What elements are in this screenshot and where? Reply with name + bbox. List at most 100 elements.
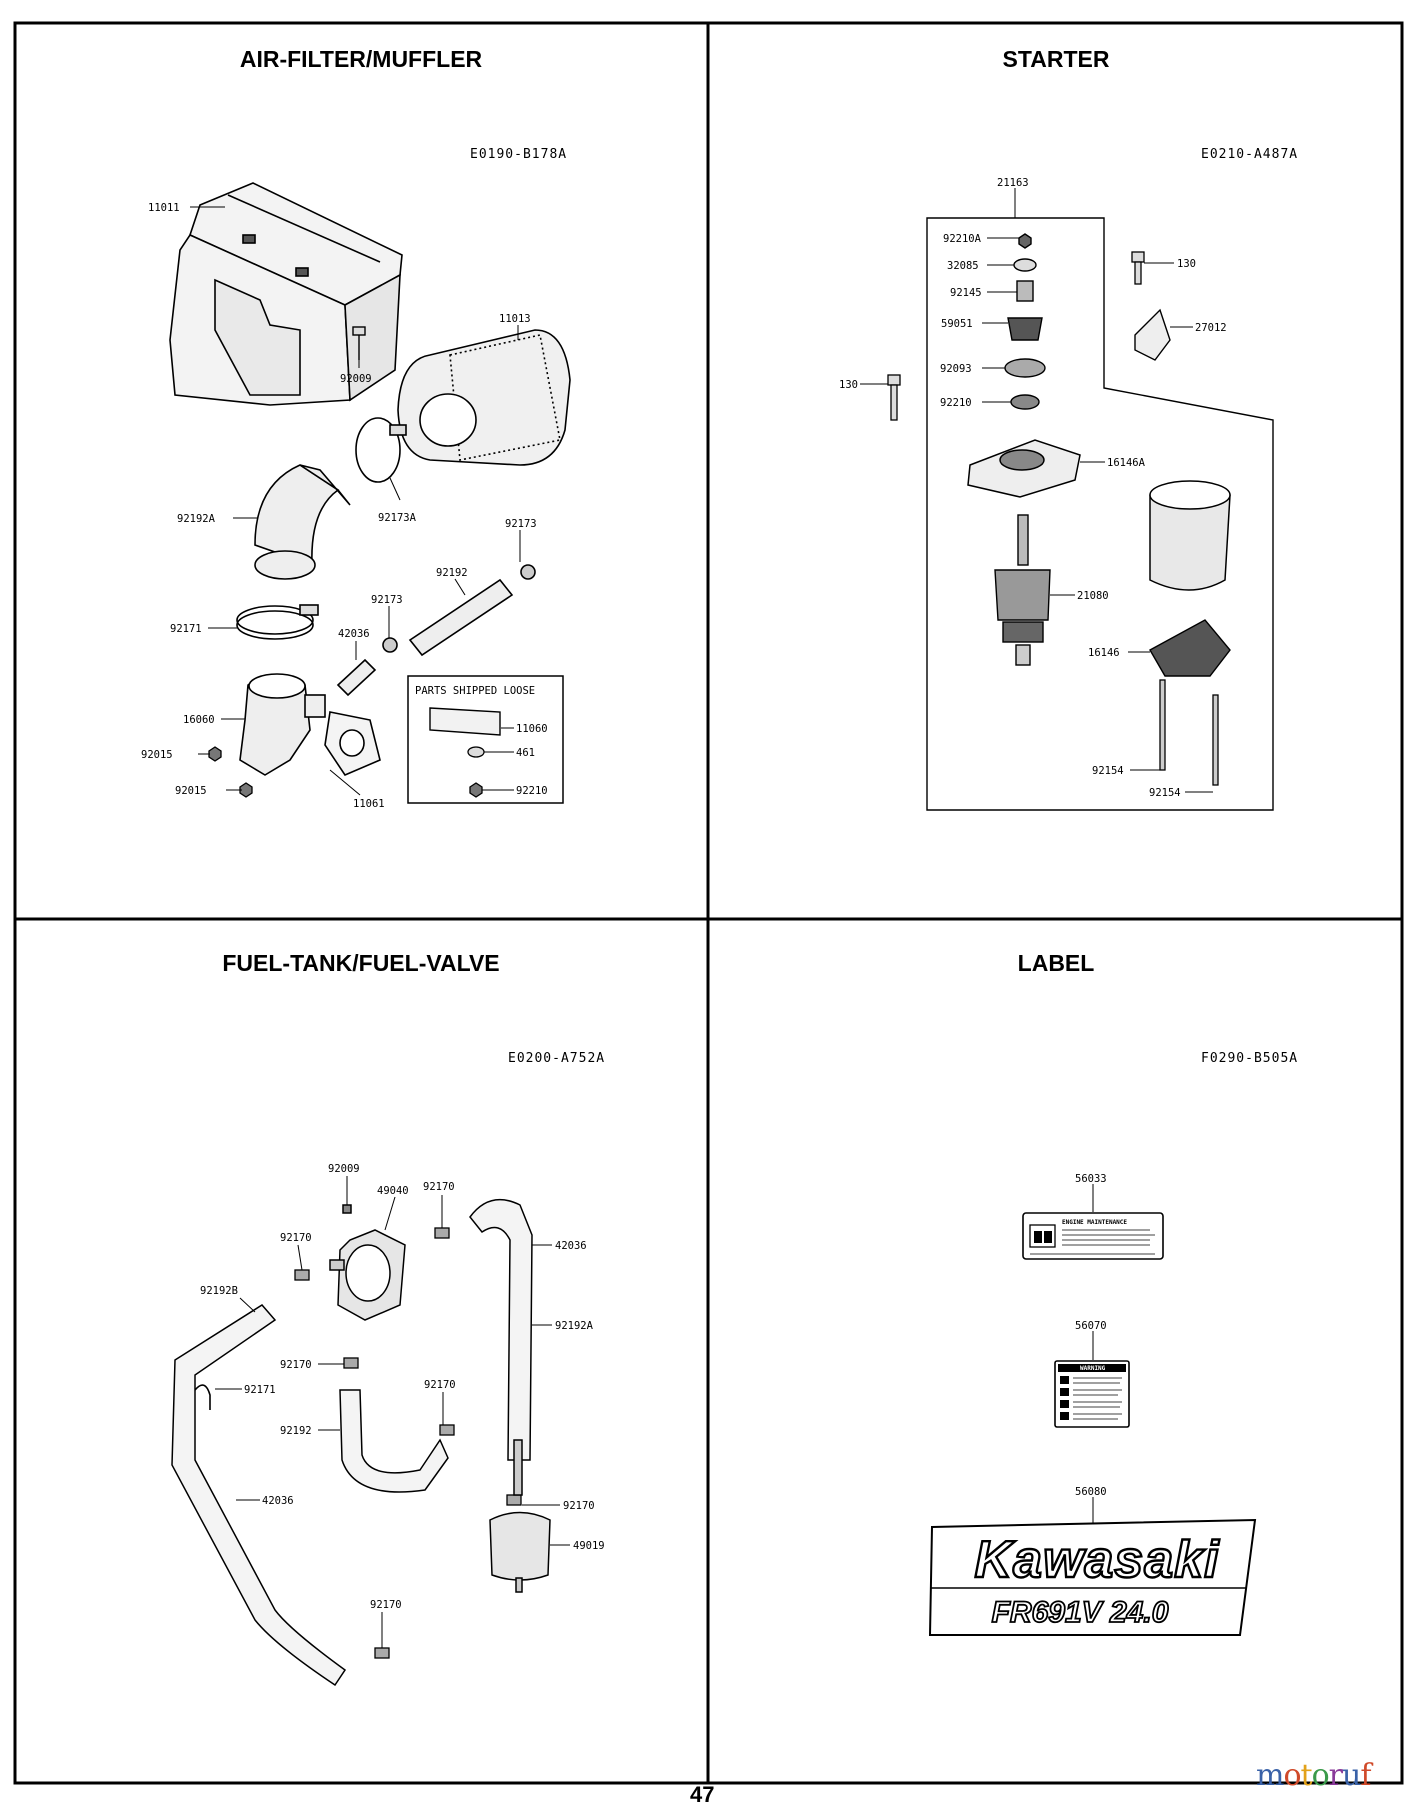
part-label: 92173 — [371, 594, 403, 606]
part-label: 92210 — [516, 785, 548, 797]
yoke-drawing — [1149, 480, 1231, 591]
clamp-92173a-drawing — [355, 417, 407, 483]
leader-lines — [860, 188, 1213, 793]
part-label: 27012 — [1195, 322, 1227, 334]
warning-decal-56070: WARNING — [1054, 1331, 1130, 1428]
part-label: 11013 — [499, 313, 531, 325]
part-label: 49019 — [573, 1540, 605, 1552]
part-label: 92192B — [200, 1285, 238, 1297]
watermark-letter: t — [1300, 1758, 1313, 1793]
breather-hose-drawings — [336, 564, 536, 697]
quadrant-label: LABEL F0290-B505A ENGINE MAINTENANCE WAR… — [928, 950, 1298, 1636]
hose-92192-drawing — [339, 1389, 449, 1493]
page-number: 47 — [690, 1782, 715, 1807]
part-label: 92154 — [1092, 765, 1124, 777]
diagram-code: E0200-A752A — [508, 1051, 605, 1066]
part-label: 92192 — [280, 1425, 312, 1437]
diagram-code: F0290-B505A — [1201, 1051, 1298, 1066]
watermark-logo: motoruf — [1256, 1758, 1371, 1793]
part-label: 32085 — [947, 260, 979, 272]
watermark-letter: m — [1256, 1758, 1284, 1793]
part-label: 130 — [1177, 258, 1196, 270]
fuel-pump-49040-drawing — [329, 1204, 406, 1321]
sheet-frame — [13, 21, 1404, 1785]
part-label: 92173 — [505, 518, 537, 530]
decal-heading: WARNING — [1080, 1365, 1106, 1372]
starter-gear-stack-drawing — [1004, 233, 1046, 410]
part-label: 92170 — [280, 1359, 312, 1371]
parts-shipped-loose-caption: PARTS SHIPPED LOOSE — [415, 685, 535, 697]
part-label: 92170 — [280, 1232, 312, 1244]
part-label: 92093 — [940, 363, 972, 375]
section-title: FUEL-TANK/FUEL-VALVE — [222, 950, 499, 976]
brush-holder-16146-drawing — [1149, 619, 1231, 677]
part-number-labels: 11011 92009 11013 92173A 92192A 92173 92… — [141, 202, 548, 810]
end-cover-16146a-drawing — [967, 439, 1081, 498]
watermark-letter: r — [1328, 1758, 1343, 1793]
hose-right-drawing — [469, 1198, 533, 1461]
decal-brand-text: Kawasaki — [974, 1531, 1220, 1589]
part-label: 56070 — [1075, 1320, 1107, 1332]
part-label: 42036 — [555, 1240, 587, 1252]
part-label: 92173A — [378, 512, 417, 524]
part-label: 92009 — [340, 373, 372, 385]
gasket-11061-drawing — [324, 711, 381, 776]
quadrant-fuel-tank-fuel-valve: FUEL-TANK/FUEL-VALVE E0200-A752A — [171, 950, 605, 1687]
part-label: 92170 — [423, 1181, 455, 1193]
clamp-92170-drawings — [294, 1227, 522, 1659]
part-number-labels: 92009 49040 92170 42036 92170 92192B 921… — [200, 1163, 605, 1611]
muffler-pipe-16060-drawing — [239, 673, 326, 776]
part-label: 92192A — [177, 513, 216, 525]
part-label: 461 — [516, 747, 535, 759]
part-label: 56080 — [1075, 1486, 1107, 1498]
air-filter-element-drawing — [397, 329, 571, 466]
maintenance-decal-56033: ENGINE MAINTENANCE — [1022, 1184, 1164, 1260]
part-label: 92015 — [141, 749, 173, 761]
bolt-130-drawings — [887, 251, 1145, 421]
part-label: 92171 — [244, 1384, 276, 1396]
part-number-labels: 21163 92210A 32085 92145 59051 92093 922… — [839, 177, 1227, 799]
fuel-filter-49019-drawing — [489, 1439, 551, 1593]
quadrant-starter: STARTER E0210-A487A — [839, 46, 1297, 811]
part-label: 92210A — [943, 233, 982, 245]
parts-shipped-loose-box: PARTS SHIPPED LOOSE — [407, 675, 564, 804]
section-title: AIR-FILTER/MUFFLER — [240, 46, 483, 72]
section-title: STARTER — [1003, 46, 1110, 72]
part-label: 92145 — [950, 287, 982, 299]
watermark-letter: o — [1283, 1758, 1301, 1793]
part-label: 92170 — [563, 1500, 595, 1512]
leader-lines — [190, 206, 521, 796]
part-label: 92009 — [328, 1163, 360, 1175]
decal-heading: ENGINE MAINTENANCE — [1062, 1219, 1127, 1226]
part-label: 92192A — [555, 1320, 594, 1332]
part-label: 21163 — [997, 177, 1029, 189]
elbow-hose-92192a-drawing — [254, 464, 351, 580]
part-label: 11061 — [353, 798, 385, 810]
watermark-letter: o — [1311, 1758, 1330, 1793]
clip-92171-drawing — [194, 1384, 211, 1410]
part-label: 92154 — [1149, 787, 1181, 799]
hose-left-drawing — [171, 1304, 347, 1687]
clamp-92171-drawing — [236, 604, 319, 640]
through-bolt-92154-drawings — [1159, 679, 1219, 786]
part-label: 92192 — [436, 567, 468, 579]
part-number-labels: 56033 56070 56080 — [1075, 1173, 1107, 1498]
section-title: LABEL — [1018, 950, 1095, 976]
part-label: 92210 — [940, 397, 972, 409]
part-label: 92171 — [170, 623, 202, 635]
diagram-code: E0190-B178A — [470, 147, 567, 162]
part-label: 92170 — [370, 1599, 402, 1611]
part-label: 16146 — [1088, 647, 1120, 659]
screw-92009-drawing — [352, 326, 366, 360]
part-label: 92170 — [424, 1379, 456, 1391]
part-label: 21080 — [1077, 590, 1109, 602]
part-label: 92015 — [175, 785, 207, 797]
part-label: 49040 — [377, 1185, 409, 1197]
part-label: 42036 — [262, 1495, 294, 1507]
armature-21080-drawing — [994, 514, 1051, 666]
part-label: 16060 — [183, 714, 215, 726]
watermark-letter: f — [1360, 1758, 1371, 1793]
brand-decal-56080: Kawasaki FR691V 24.0 — [928, 1497, 1257, 1636]
part-label: 56033 — [1075, 1173, 1107, 1185]
